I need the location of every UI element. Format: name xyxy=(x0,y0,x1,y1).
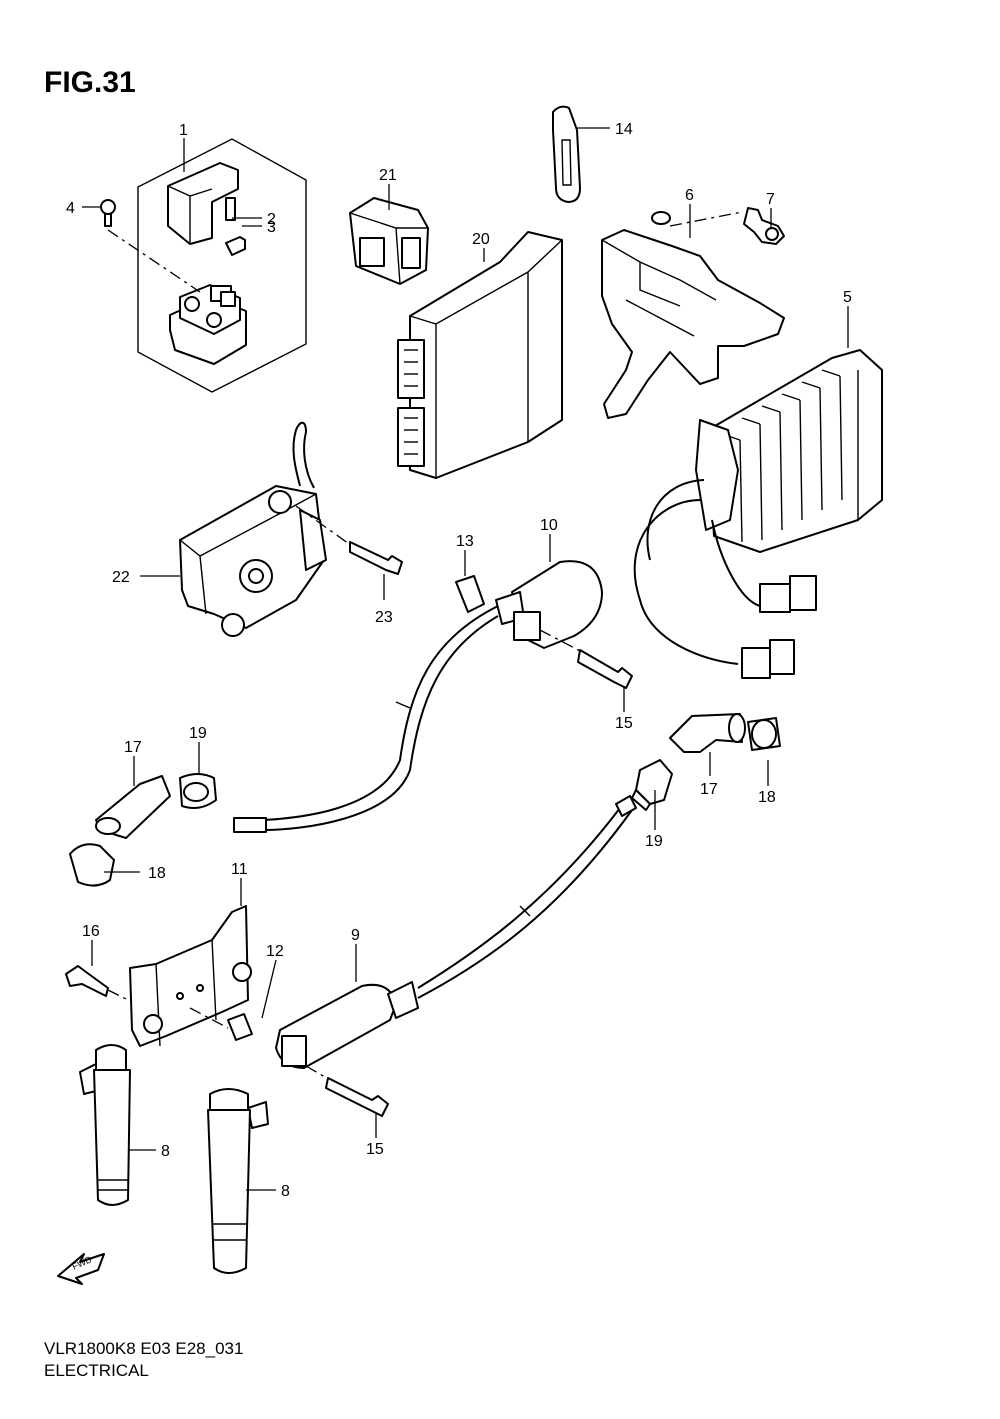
section-name: ELECTRICAL xyxy=(44,1361,149,1380)
part-10-ignition-coil xyxy=(233,560,633,833)
fwd-arrow-icon: FWD xyxy=(57,1253,105,1285)
model-code: VLR1800K8 E03 E28_031 xyxy=(44,1339,243,1358)
callout-1: 1 xyxy=(179,122,188,139)
callout-15-lower: 15 xyxy=(366,1141,384,1158)
callout-16: 16 xyxy=(82,923,100,940)
callout-14: 14 xyxy=(615,121,633,138)
callout-18-left: 18 xyxy=(148,865,166,882)
callout-19-left: 19 xyxy=(189,725,207,742)
left-plug-cap-group xyxy=(69,773,217,887)
callout-3: 3 xyxy=(267,219,276,236)
callout-13: 13 xyxy=(456,533,474,550)
callout-17-right: 17 xyxy=(700,781,718,798)
right-plug-cap-group xyxy=(631,713,781,811)
callout-7: 7 xyxy=(766,191,775,208)
part-20-ecm xyxy=(397,231,563,479)
part-6-bracket xyxy=(601,207,785,419)
callout-10: 10 xyxy=(540,517,558,534)
part-8-plug-coil-right xyxy=(207,1088,269,1274)
callout-6: 6 xyxy=(685,187,694,204)
figure-title: FIG.31 xyxy=(44,66,136,99)
callout-23: 23 xyxy=(375,609,393,626)
part-5-regulator xyxy=(633,349,883,679)
callout-5: 5 xyxy=(843,289,852,306)
callout-21: 21 xyxy=(379,167,397,184)
callout-19-right: 19 xyxy=(645,833,663,850)
callout-15-upper: 15 xyxy=(615,715,633,732)
callouts: 1 2 3 4 14 21 20 6 7 5 22 23 13 10 15 17… xyxy=(66,121,852,1200)
callout-2: 2 xyxy=(267,211,276,228)
part-21-relay xyxy=(349,197,429,285)
callout-4: 4 xyxy=(66,200,75,217)
callout-18-right: 18 xyxy=(758,789,776,806)
part-11-bracket xyxy=(65,905,253,1047)
callout-8-right: 8 xyxy=(281,1183,290,1200)
part-8-plug-coil-left xyxy=(79,1044,131,1206)
part-9-ignition-coil xyxy=(275,795,637,1117)
callout-8-left: 8 xyxy=(161,1143,170,1160)
part-22-sensor xyxy=(179,421,403,637)
leader-lines xyxy=(82,127,849,1191)
callout-20: 20 xyxy=(472,231,490,248)
callout-22: 22 xyxy=(112,569,130,586)
callout-12: 12 xyxy=(266,943,284,960)
starter-relay-kit xyxy=(100,138,307,393)
callout-9: 9 xyxy=(351,927,360,944)
callout-11: 11 xyxy=(231,861,248,878)
callout-17-left: 17 xyxy=(124,739,142,756)
part-14-strap xyxy=(552,105,581,203)
